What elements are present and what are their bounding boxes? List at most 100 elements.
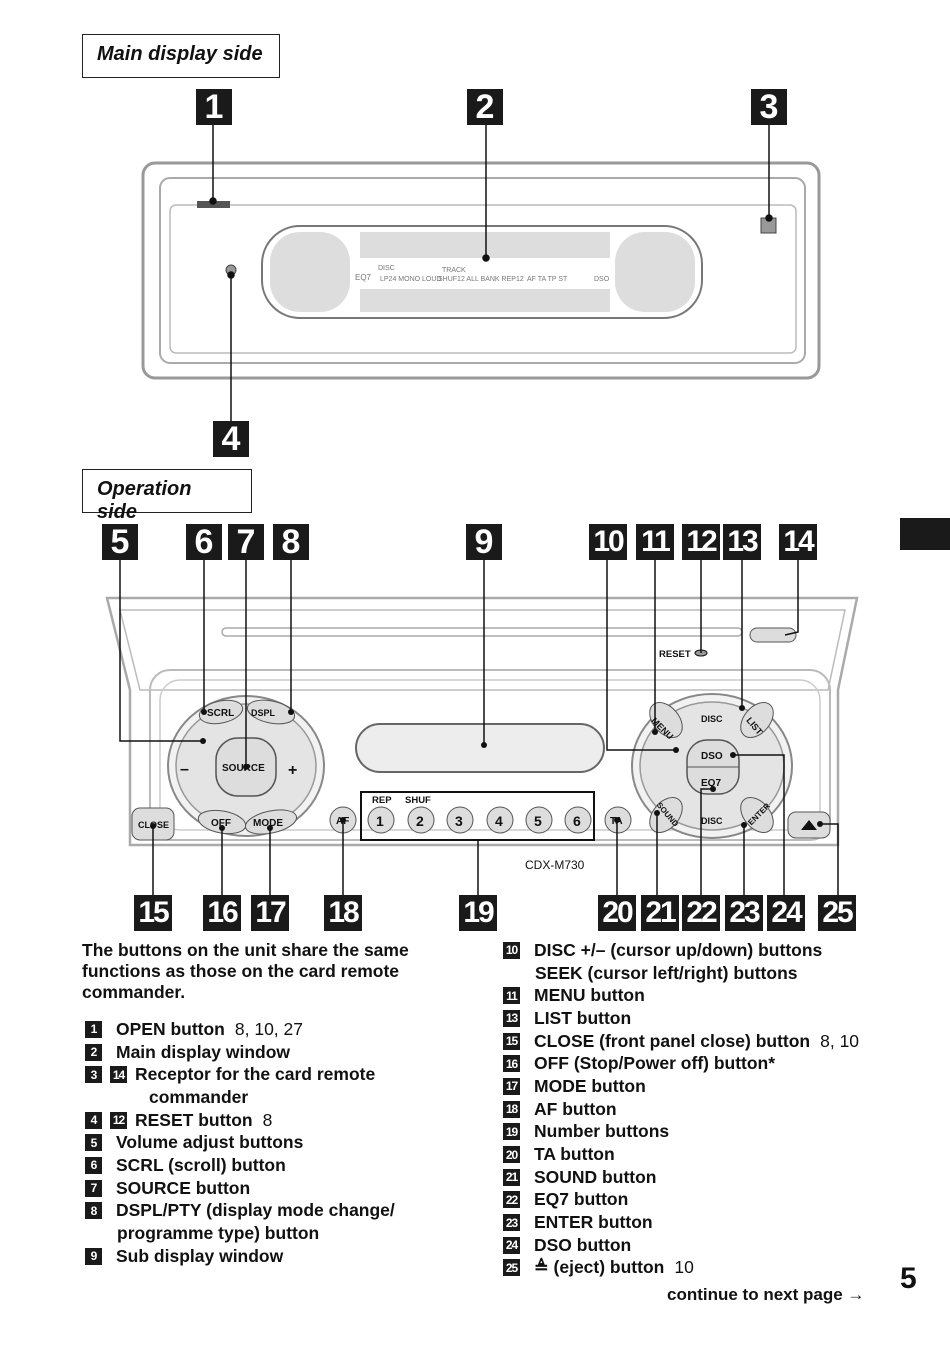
- legend-item: 6 SCRL (scroll) button: [85, 1154, 465, 1177]
- legend-item: 10 DISC +/– (cursor up/down) buttons: [503, 939, 903, 962]
- num-3-label: 3: [455, 813, 463, 829]
- num-1-label: 1: [376, 813, 384, 829]
- callout-18: 18: [324, 895, 362, 931]
- legend-text: ENTER button: [534, 1212, 653, 1233]
- legend-text: TA button: [534, 1144, 615, 1165]
- model-label: CDX-M730: [525, 858, 585, 872]
- callout-6: 6: [186, 524, 222, 560]
- device-illustration: DISC TRACK EQ7 LP24 MONO LOUD SHUF12 ALL…: [105, 125, 859, 895]
- num-5-label: 5: [534, 813, 542, 829]
- disc-plus-label: DISC: [701, 714, 723, 724]
- legend-number-badge: 3: [85, 1066, 102, 1084]
- legend-number-badge: 20: [503, 1146, 520, 1164]
- legend-text: Receptor for the card remote: [135, 1064, 376, 1085]
- legend-page-ref: 8, 10: [820, 1030, 860, 1051]
- callout-2: 2: [467, 89, 503, 125]
- legend-number-badge: 19: [503, 1123, 520, 1141]
- legend-number-badge: 18: [503, 1100, 520, 1118]
- legend-item: 11 MENU button: [503, 984, 903, 1007]
- legend-text: Number buttons: [534, 1121, 670, 1142]
- legend-text: programme type) button: [117, 1223, 320, 1244]
- legend-number-badge: 16: [503, 1055, 520, 1073]
- legend-number-badge: 21: [503, 1168, 520, 1186]
- legend-text: MENU button: [534, 985, 645, 1006]
- legend-text: DSO button: [534, 1234, 632, 1255]
- legend-text: Sub display window: [116, 1245, 284, 1266]
- legend-number-badge: 6: [85, 1156, 102, 1174]
- legend-item: programme type) button: [85, 1222, 465, 1245]
- legend-text: MODE button: [534, 1075, 646, 1096]
- callout-24: 24: [767, 895, 805, 931]
- eq7-label: EQ7: [701, 778, 721, 789]
- legend-number-badge: 8: [85, 1202, 102, 1220]
- off-label: OFF: [211, 818, 231, 829]
- callout-12: 12: [682, 524, 720, 560]
- legend-number-badge: 14: [110, 1066, 127, 1084]
- legend-item: 19 Number buttons: [503, 1121, 903, 1144]
- scrl-button-shape[interactable]: [197, 697, 245, 728]
- display-af-text: AF TA TP ST: [527, 276, 568, 283]
- legend-item: 9 Sub display window: [85, 1245, 465, 1268]
- legend-item: SEEK (cursor left/right) buttons: [503, 962, 903, 985]
- num-4-label: 4: [495, 813, 503, 829]
- display-dso-text: DSO: [594, 276, 610, 283]
- callout-3: 3: [751, 89, 787, 125]
- legend-text: DISC +/– (cursor up/down) buttons: [534, 939, 823, 960]
- sub-display-window: [355, 723, 605, 773]
- legend-item: 3 14 Receptor for the card remote: [85, 1063, 465, 1086]
- callout-14: 14: [779, 524, 817, 560]
- legend-text: Volume adjust buttons: [116, 1132, 304, 1153]
- main-display-side-heading: Main display side: [82, 34, 280, 78]
- legend-text: SOURCE button: [116, 1177, 251, 1198]
- page-number: 5: [900, 1262, 917, 1295]
- callout-8: 8: [273, 524, 309, 560]
- legend-item: commander: [85, 1086, 465, 1109]
- legend-text: SCRL (scroll) button: [116, 1154, 286, 1175]
- legend-text: RESET button: [135, 1109, 253, 1130]
- rep-label: REP: [372, 795, 392, 806]
- legend-page-ref: 8, 10, 27: [234, 1018, 303, 1039]
- callout-4: 4: [213, 421, 249, 457]
- callout-23: 23: [725, 895, 763, 931]
- display-eq7-text: EQ7: [355, 273, 372, 282]
- legend-text: EQ7 button: [534, 1189, 629, 1210]
- chapter-tab: [900, 518, 950, 550]
- callout-1: 1: [196, 89, 232, 125]
- num-2-label: 2: [416, 813, 424, 829]
- legend-text: AF button: [534, 1098, 617, 1119]
- display-lp24-text: LP24 MONO LOUD: [380, 276, 441, 283]
- legend-item: 23 ENTER button: [503, 1211, 903, 1234]
- display-track-text: TRACK: [442, 267, 466, 274]
- callout-15: 15: [134, 895, 172, 931]
- legend-page-ref: 10: [674, 1257, 694, 1278]
- legend-item: 7 SOURCE button: [85, 1177, 465, 1200]
- dspl-button-shape[interactable]: [245, 696, 297, 727]
- scrl-label: SCRL: [207, 708, 234, 719]
- legend-number-badge: 9: [85, 1247, 102, 1265]
- shuf-label: SHUF: [405, 795, 431, 806]
- disc-minus-label: DISC: [701, 816, 723, 826]
- legend-number-badge: 7: [85, 1179, 102, 1197]
- legend-number-badge: 22: [503, 1191, 520, 1209]
- mode-button-shape[interactable]: [243, 806, 298, 838]
- legend-number-badge: 23: [503, 1214, 520, 1232]
- legend-text: CLOSE (front panel close) button: [534, 1030, 811, 1051]
- legend-number-badge: 4: [85, 1111, 102, 1129]
- callout-21: 21: [641, 895, 679, 931]
- legend-item: 20 TA button: [503, 1143, 903, 1166]
- legend-number-badge: 11: [503, 987, 520, 1005]
- operation-panel: [105, 596, 859, 847]
- legend-text: SOUND button: [534, 1166, 657, 1187]
- legend-number-badge: 10: [503, 941, 520, 959]
- legend-number-badge: 12: [110, 1111, 127, 1129]
- legend-item: 21 SOUND button: [503, 1166, 903, 1189]
